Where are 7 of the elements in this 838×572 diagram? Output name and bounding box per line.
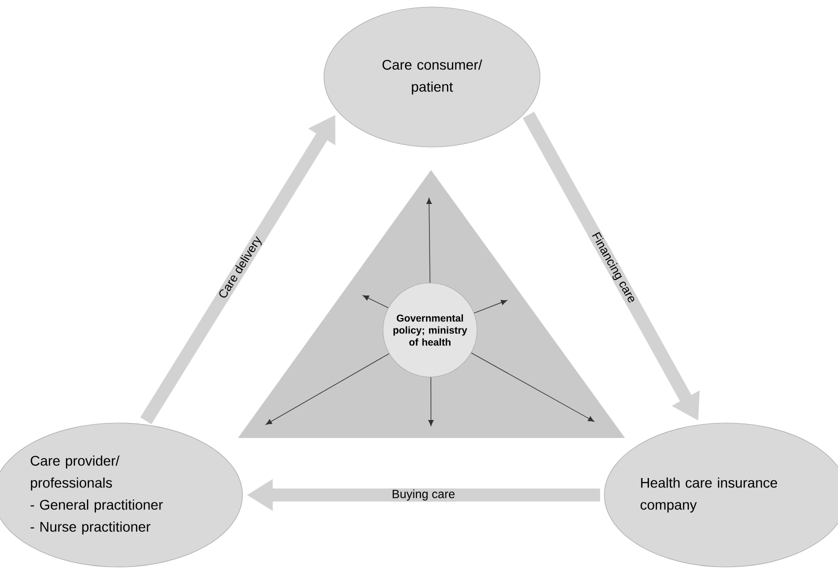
arrow bbox=[426, 198, 432, 284]
arrow bbox=[362, 295, 389, 308]
arrow bbox=[471, 352, 594, 422]
arrow bbox=[474, 300, 508, 314]
arrow bbox=[266, 353, 390, 425]
edge-label: Buying care bbox=[390, 488, 456, 502]
arrow bbox=[428, 376, 434, 426]
